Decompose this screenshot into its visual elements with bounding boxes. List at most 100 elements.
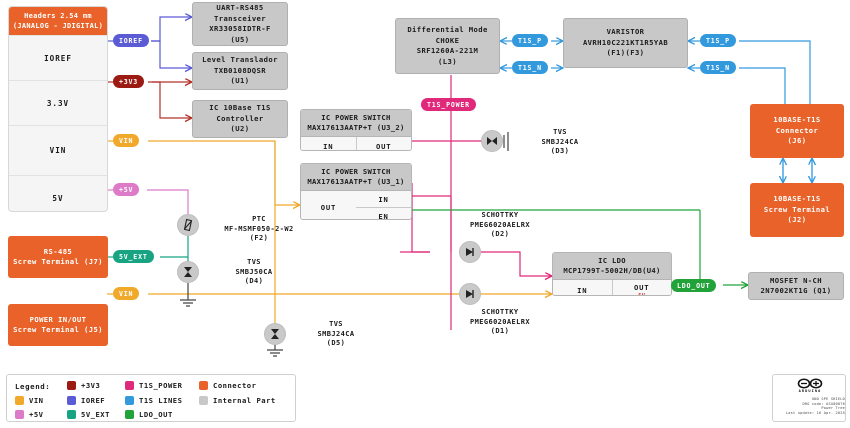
tvs-d3-symbol[interactable] <box>481 130 503 152</box>
arduino-infinity-icon <box>797 378 823 389</box>
ic-power-switch-u3-2-pin-in[interactable]: IN <box>301 137 356 150</box>
legend-item-connector: Connector <box>199 381 256 390</box>
legend-swatch-5v <box>15 410 24 419</box>
ic-ldo-pin-out[interactable]: OUT 5V <box>611 280 671 296</box>
ic-power-switch-u3-1-pin-in[interactable]: IN <box>356 191 411 207</box>
legend-label-vin: VIN <box>29 396 44 405</box>
legend: Legend: +3V3 T1S_POWER Connector VIN IOR… <box>6 374 296 422</box>
ic-power-switch-u3-2-caption: IC POWER SWITCH MAX17613AATP+T (U3_2) <box>301 110 411 137</box>
legend-item-vin: VIN <box>15 396 43 405</box>
ic-ldo-caption: IC LDO MCP1799T-5002H/DB(U4) <box>553 253 671 280</box>
diode-icon <box>466 248 474 256</box>
header-row-vin[interactable]: VIN <box>9 125 107 175</box>
header-row-3v3[interactable]: 3.3V <box>9 80 107 125</box>
legend-label-ioref: IOREF <box>81 396 106 405</box>
legend-swatch-vin <box>15 396 24 405</box>
ic-ldo-pin-out-label: OUT <box>634 282 650 292</box>
legend-item-5v-ext: 5V_EXT <box>67 410 110 419</box>
net-pill-3v3[interactable]: +3V3 <box>113 75 145 88</box>
part-mosfet-n-ch[interactable]: MOSFET N-CH 2N7002KT1G (Q1) <box>748 272 844 300</box>
tvs-icon <box>271 329 279 339</box>
legend-item-t1s-lines: T1S LINES <box>125 396 182 405</box>
net-pill-t1s-p-left[interactable]: T1S_P <box>512 34 548 47</box>
legend-title: Legend: <box>15 382 51 391</box>
net-pill-5v-ext[interactable]: 5V_EXT <box>113 250 154 263</box>
net-pill-t1s-power[interactable]: T1S_POWER <box>421 98 476 111</box>
diode-icon <box>466 290 474 298</box>
legend-swatch-ioref <box>67 396 76 405</box>
title-block-last-update: Last update: 16 Apr. 2025 <box>785 410 845 415</box>
title-block-drg-code: DRG code: ASX00076 <box>802 401 845 406</box>
part-varistor[interactable]: VARISTOR AVRH10C221KT1R5YAB (F1)(F3) <box>563 18 688 68</box>
legend-swatch-connector <box>199 381 208 390</box>
part-level-translator[interactable]: Level Translador TXB0108DQSR (U1) <box>192 52 288 90</box>
ic-power-switch-u3-2-pin-out[interactable]: OUT <box>355 137 411 150</box>
title-block: ARDUINO UNO SPE SHIELD DRG code: ASX0007… <box>772 374 846 422</box>
legend-item-3v3: +3V3 <box>67 381 100 390</box>
legend-swatch-3v3 <box>67 381 76 390</box>
legend-label-internal-part: Internal Part <box>213 396 276 405</box>
ic-ldo-u4[interactable]: IC LDO MCP1799T-5002H/DB(U4) IN OUT 5V <box>552 252 672 296</box>
ic-ldo-pin-out-voltage: 5V <box>638 292 646 296</box>
net-pill-ioref[interactable]: IOREF <box>113 34 149 47</box>
ic-power-switch-u3-1-pin-en[interactable]: EN <box>356 207 411 219</box>
arduino-logo: ARDUINO <box>773 378 847 393</box>
tvs-d5-symbol[interactable] <box>264 323 286 345</box>
legend-label-connector: Connector <box>213 381 257 390</box>
connector-10base-t1s-screw-terminal[interactable]: 10BASE-T1S Screw Terminal (J2) <box>750 183 844 237</box>
net-pill-vin-header[interactable]: VIN <box>113 134 140 147</box>
legend-item-5v: +5V <box>15 410 43 419</box>
connector-10base-t1s-connector[interactable]: 10BASE-T1S Connector (J6) <box>750 104 844 158</box>
arduino-wordmark: ARDUINO <box>798 389 822 393</box>
connector-power-screw-terminal[interactable]: POWER IN/OUT Screw Terminal (J5) <box>8 304 108 346</box>
header-row-ioref[interactable]: IOREF <box>9 35 107 80</box>
tvs-d3-label: TVS SMBJ24CA (D3) <box>541 128 579 155</box>
title-block-project: UNO SPE SHIELD <box>811 397 845 401</box>
legend-label-3v3: +3V3 <box>81 381 101 390</box>
ic-power-switch-u3-1-caption: IC POWER SWITCH MAX17613AATP+T (U3_1) <box>301 164 411 191</box>
ptc-f2-label: PTC MF-MSMF050-2-W2 (F2) <box>224 215 294 242</box>
tvs-icon <box>487 137 497 145</box>
net-pill-t1s-n-left[interactable]: T1S_N <box>512 61 548 74</box>
legend-item-ioref: IOREF <box>67 396 105 405</box>
legend-swatch-t1s-lines <box>125 396 134 405</box>
connector-rs485-screw-terminal[interactable]: RS-485 Screw Terminal (J7) <box>8 236 108 278</box>
legend-label-5v-ext: 5V_EXT <box>81 410 110 419</box>
tvs-d4-symbol[interactable] <box>177 261 199 283</box>
ptc-f2-symbol[interactable] <box>177 214 199 236</box>
part-differential-mode-choke[interactable]: Differential Mode CHOKE SRF1260A-221M (L… <box>395 18 500 74</box>
tvs-icon <box>184 267 192 277</box>
legend-swatch-t1s-power <box>125 381 134 390</box>
title-block-meta: UNO SPE SHIELD DRG code: ASX00076 Power … <box>775 397 845 415</box>
net-pill-ldo-out[interactable]: LDO_OUT <box>671 279 717 292</box>
net-pill-t1s-p-right[interactable]: T1S_P <box>700 34 736 47</box>
legend-label-ldo-out: LDO_OUT <box>139 410 173 419</box>
ic-power-switch-u3-2[interactable]: IC POWER SWITCH MAX17613AATP+T (U3_2) IN… <box>300 109 412 151</box>
legend-label-5v: +5V <box>29 410 44 419</box>
schottky-d1-symbol[interactable] <box>459 283 481 305</box>
schottky-d1-label: SCHOTTKY PMEG6020AELRX (D1) <box>470 308 530 335</box>
header-row-5v[interactable]: 5V <box>9 175 107 211</box>
schottky-d2-label: SCHOTTKY PMEG6020AELRX (D2) <box>470 211 530 238</box>
ptc-icon <box>183 218 193 232</box>
headers-panel: Headers 2.54 mm (JANALOG - JDIGITAL) IOR… <box>8 6 108 212</box>
part-uart-rs485-transceiver[interactable]: UART-RS485 Transceiver XR33058IDTR-F (U5… <box>192 2 288 46</box>
net-pill-t1s-n-right[interactable]: T1S_N <box>700 61 736 74</box>
legend-item-t1s-power: T1S_POWER <box>125 381 182 390</box>
tvs-d5-label: TVS SMBJ24CA (D5) <box>317 320 355 347</box>
schottky-d2-symbol[interactable] <box>459 241 481 263</box>
legend-label-t1s-lines: T1S LINES <box>139 396 183 405</box>
legend-label-t1s-power: T1S_POWER <box>139 381 183 390</box>
legend-item-ldo-out: LDO_OUT <box>125 410 173 419</box>
net-pill-5v[interactable]: +5V <box>113 183 140 196</box>
legend-item-internal-part: Internal Part <box>199 396 276 405</box>
ic-power-switch-u3-1-pin-out[interactable]: OUT <box>301 191 356 219</box>
ic-power-switch-u3-1[interactable]: IC POWER SWITCH MAX17613AATP+T (U3_1) OU… <box>300 163 412 220</box>
ic-ldo-pin-in[interactable]: IN <box>553 280 612 295</box>
legend-swatch-5v-ext <box>67 410 76 419</box>
net-pill-vin-power-in[interactable]: VIN <box>113 287 140 300</box>
legend-swatch-ldo-out <box>125 410 134 419</box>
part-t1s-controller[interactable]: IC 10Base T1S Controller (U2) <box>192 100 288 138</box>
legend-swatch-internal-part <box>199 396 208 405</box>
